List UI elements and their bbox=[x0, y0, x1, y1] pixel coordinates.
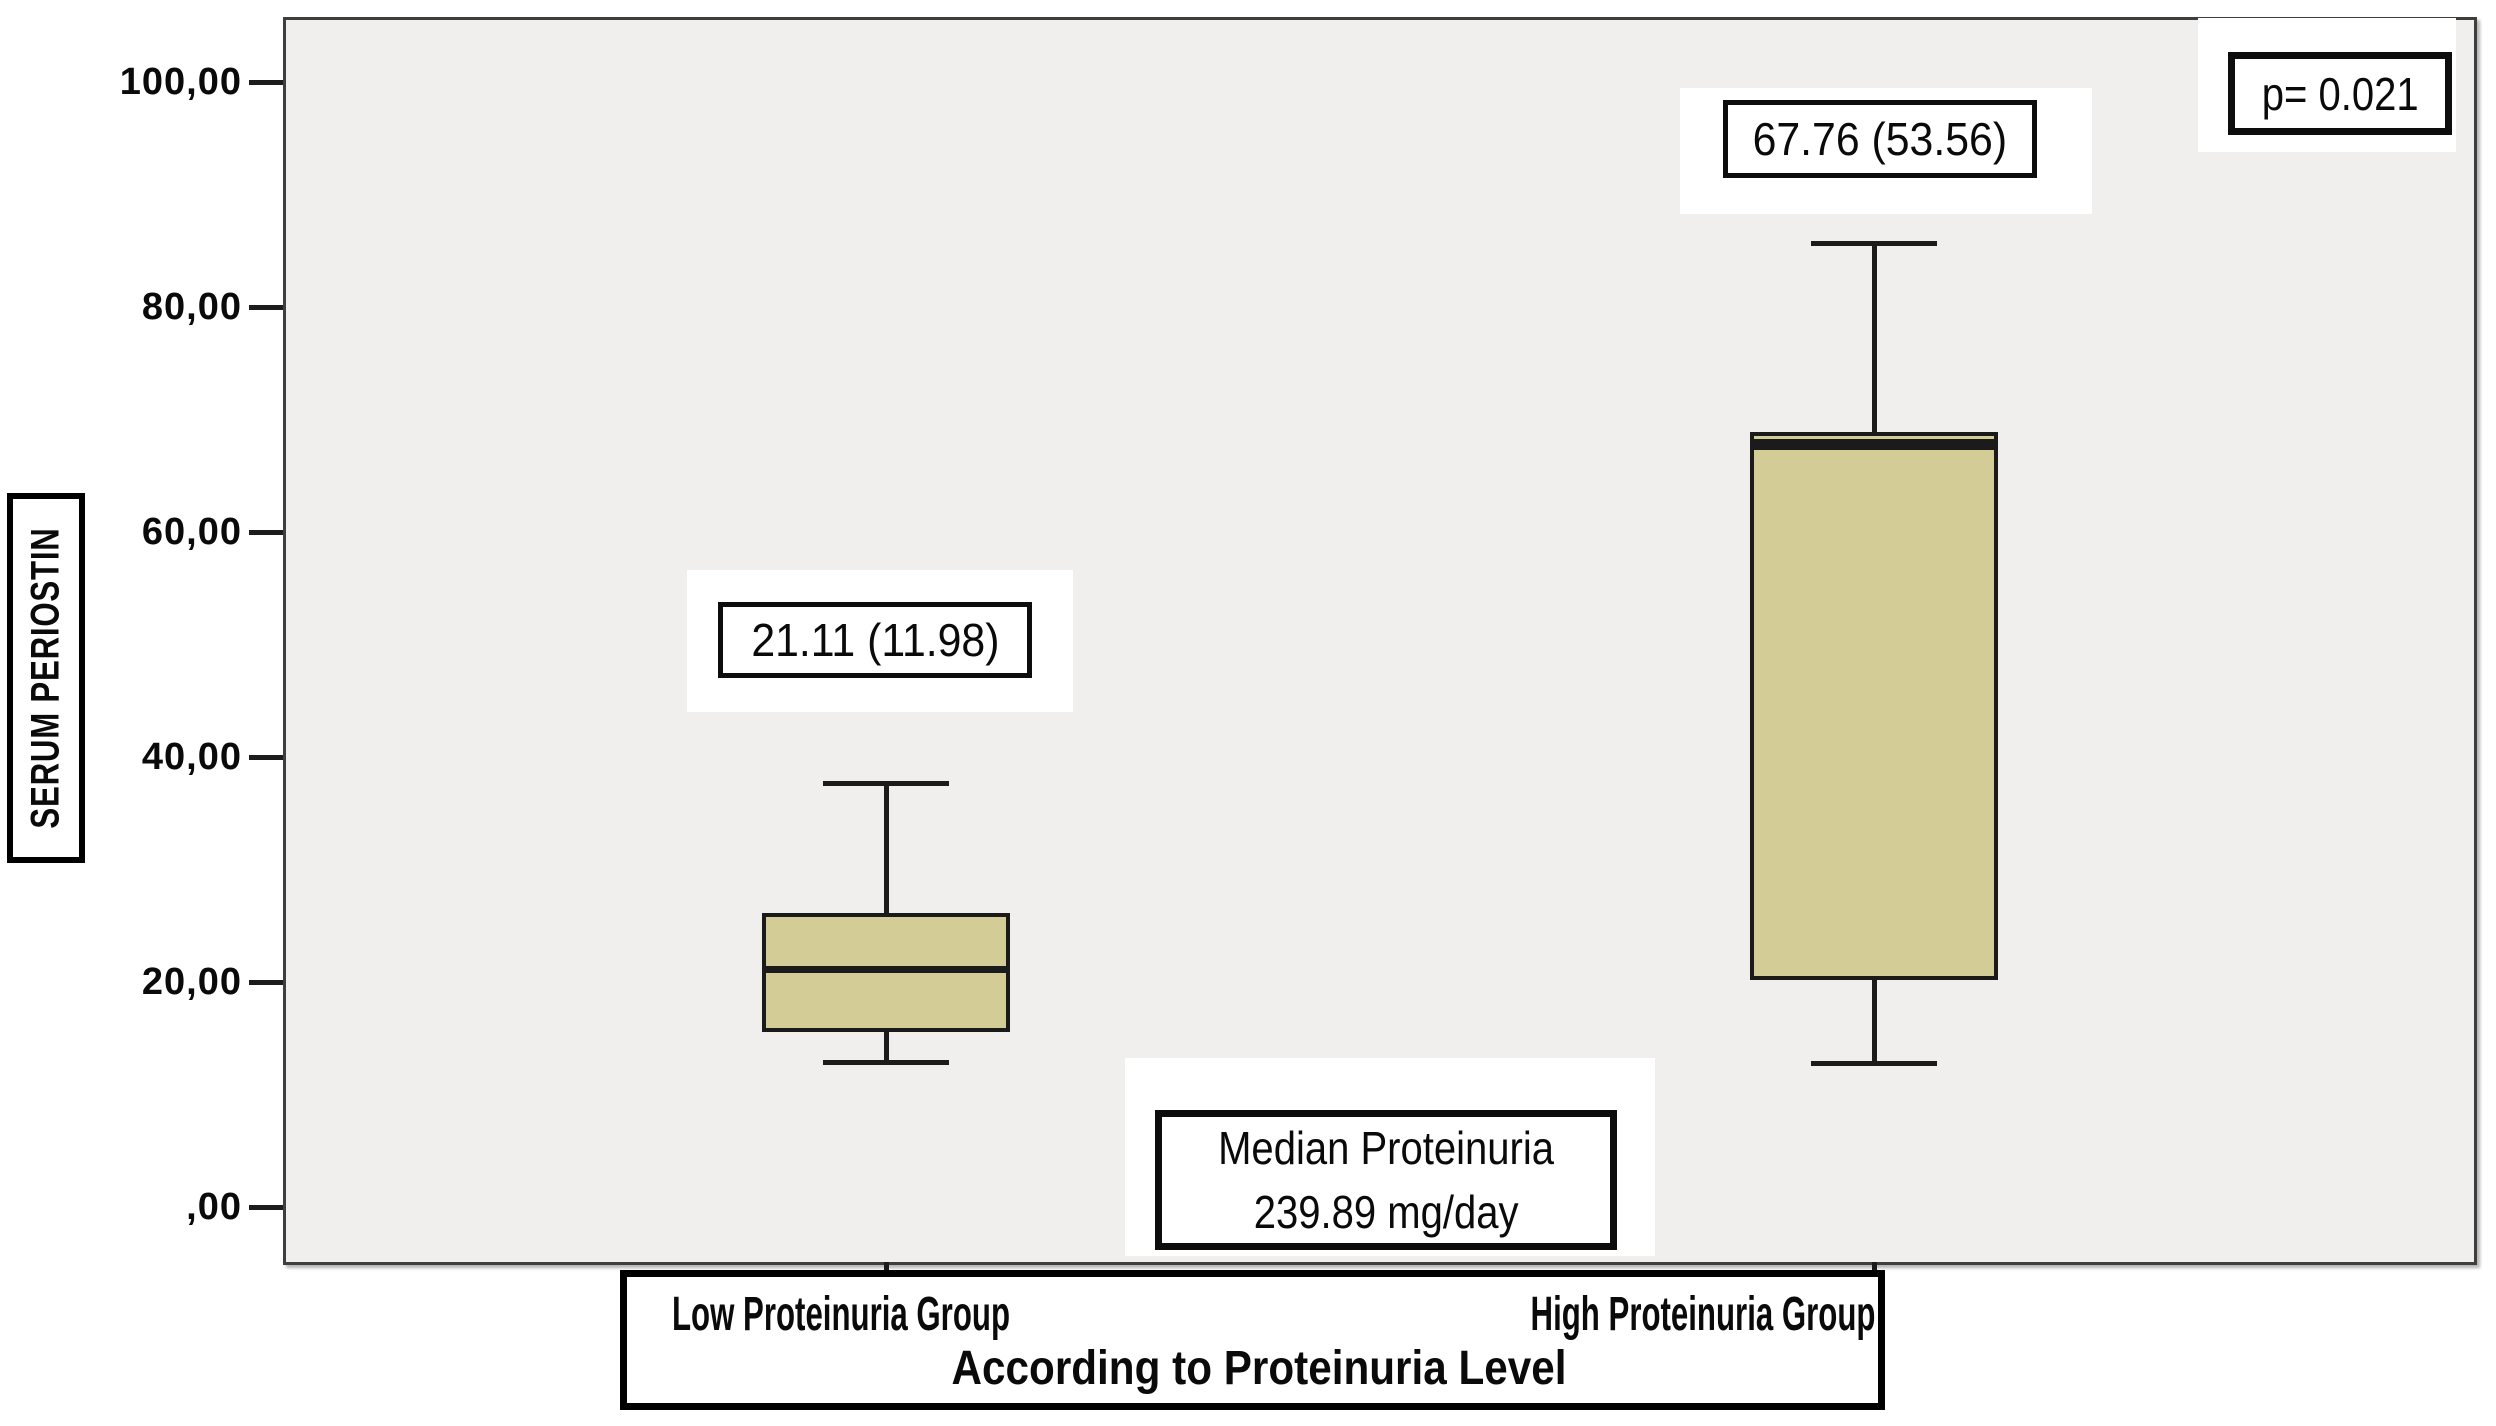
y-tick-label: 80,00 bbox=[141, 286, 242, 328]
high-group-callout-box: 67.76 (53.56) bbox=[1723, 100, 2037, 178]
low-group-callout: 21.11 (11.98) bbox=[687, 570, 1073, 712]
y-tick-label: 60,00 bbox=[141, 511, 242, 553]
y-tick-mark bbox=[249, 80, 283, 85]
boxplot-high-iqr-box bbox=[1750, 431, 1998, 980]
median-proteinuria-callout: Median Proteinuria 239.89 mg/day bbox=[1125, 1058, 1655, 1256]
low-group-callout-box: 21.11 (11.98) bbox=[718, 602, 1032, 678]
y-axis-title: SERUM PERIOSTIN bbox=[23, 527, 68, 829]
boxplot-high-median-line bbox=[1750, 439, 1998, 451]
median-proteinuria-line2: 239.89 mg/day bbox=[1253, 1186, 1519, 1238]
boxplot-low-lower-cap bbox=[823, 1059, 949, 1065]
y-tick-mark bbox=[249, 980, 283, 985]
high-group-median-label: 67.76 (53.56) bbox=[1752, 113, 2008, 165]
p-value-callout: p= 0.021 bbox=[2198, 18, 2456, 152]
y-tick-mark bbox=[249, 530, 283, 535]
high-group-callout: 67.76 (53.56) bbox=[1680, 88, 2092, 214]
boxplot-low-median-line bbox=[762, 966, 1010, 973]
plot-area bbox=[283, 17, 2477, 1265]
boxplot-low-lower-whisker bbox=[884, 1031, 889, 1062]
median-proteinuria-box: Median Proteinuria 239.89 mg/day bbox=[1155, 1110, 1617, 1250]
x-category-low: Low Proteinuria Group bbox=[671, 1288, 1011, 1341]
x-axis-title: According to Proteinuria Level bbox=[951, 1342, 1567, 1395]
low-group-median-label: 21.11 (11.98) bbox=[750, 614, 1000, 666]
x-tick-mark-high bbox=[1872, 1262, 1877, 1274]
y-tick-mark bbox=[249, 755, 283, 760]
p-value-box: p= 0.021 bbox=[2228, 52, 2452, 135]
x-tick-mark-low bbox=[884, 1262, 889, 1274]
boxplot-high-upper-cap bbox=[1811, 240, 1937, 246]
y-tick-label: 40,00 bbox=[141, 736, 242, 778]
y-axis-title-box: SERUM PERIOSTIN bbox=[7, 493, 85, 863]
boxplot-low-upper-whisker bbox=[884, 782, 889, 914]
y-tick-label: 100,00 bbox=[119, 61, 242, 103]
y-tick-mark bbox=[249, 305, 283, 310]
p-value-label: p= 0.021 bbox=[2261, 67, 2419, 120]
x-category-high: High Proteinuria Group bbox=[1530, 1288, 1876, 1341]
y-tick-label: ,00 bbox=[186, 1186, 242, 1228]
boxplot-high-lower-cap bbox=[1811, 1061, 1937, 1066]
median-proteinuria-line1: Median Proteinuria bbox=[1218, 1122, 1554, 1174]
boxplot-low-upper-cap bbox=[823, 780, 949, 786]
x-axis-label-box: Low Proteinuria Group High Proteinuria G… bbox=[620, 1270, 1885, 1410]
boxplot-high-upper-whisker bbox=[1872, 242, 1877, 432]
y-tick-mark bbox=[249, 1205, 283, 1210]
boxplot-high-lower-whisker bbox=[1872, 979, 1877, 1063]
y-tick-label: 20,00 bbox=[141, 961, 242, 1003]
